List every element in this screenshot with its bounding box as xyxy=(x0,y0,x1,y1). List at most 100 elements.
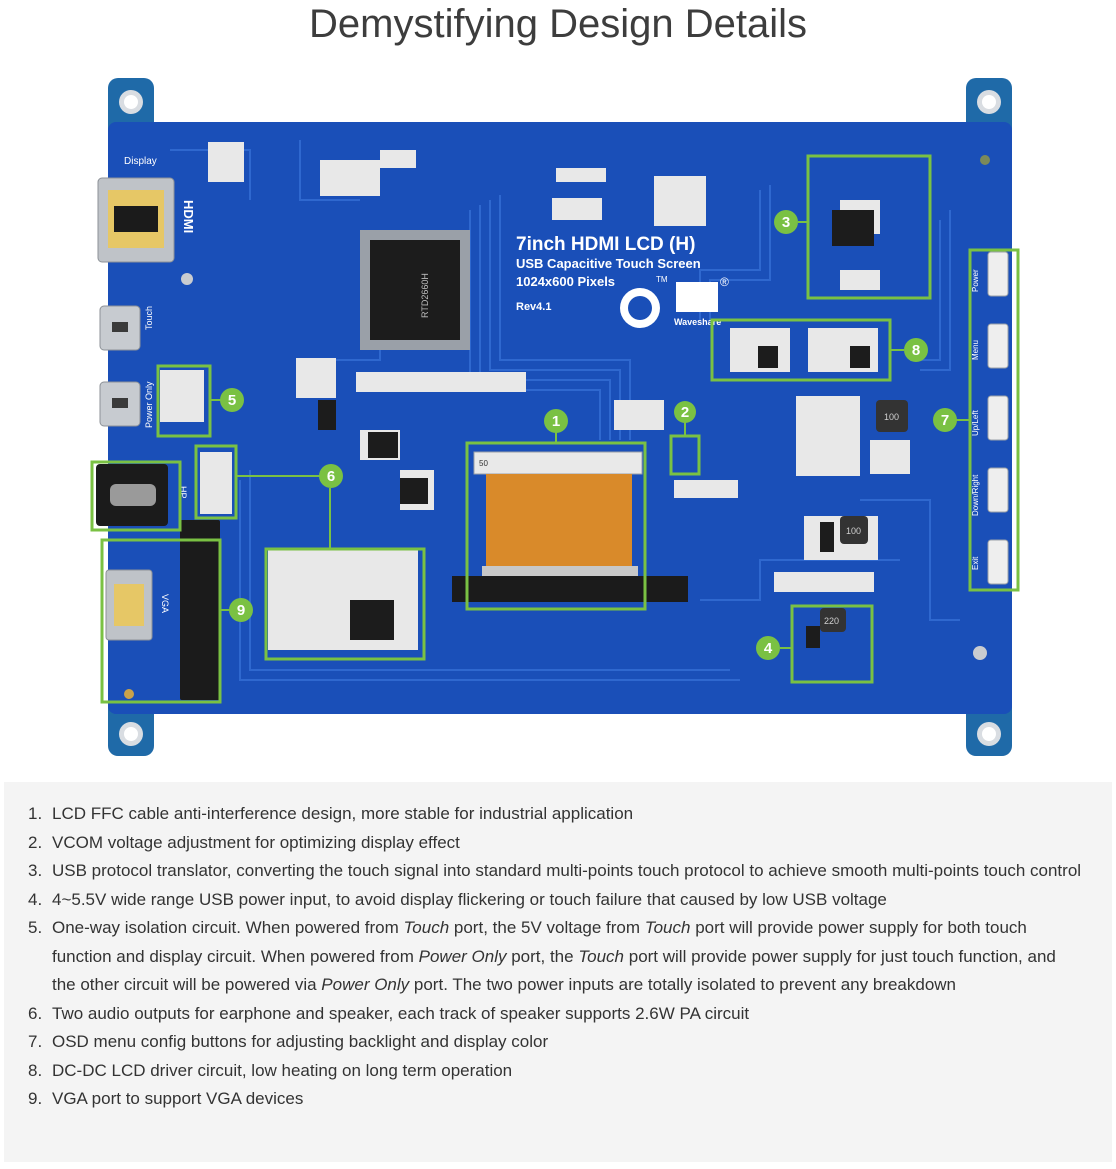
feature-text: port. The two power inputs are totally i… xyxy=(409,975,957,994)
board-label-chip: RTD2660H xyxy=(420,273,430,318)
board-label-btn-exit: Exit xyxy=(971,556,980,570)
feature-emphasis: Touch xyxy=(644,918,691,937)
feature-emphasis: Touch xyxy=(578,946,625,966)
board-reg: ® xyxy=(720,275,729,289)
callout-num-7: 7 xyxy=(941,412,949,429)
feature-number: 9. xyxy=(28,1089,43,1108)
pcb-traces xyxy=(170,140,960,681)
board-label-hp: HP xyxy=(178,486,188,499)
callout-badge-9 xyxy=(229,598,253,622)
pcb-illustration: Display HDMI Touch Power Only HP VGA xyxy=(90,78,1020,756)
hdmi-connector xyxy=(97,177,175,263)
feature-item: 1. LCD FFC cable anti-interference design… xyxy=(28,800,1082,829)
highlight-box-9 xyxy=(100,538,222,704)
board-label-display: Display xyxy=(124,156,157,167)
highlight-boxes xyxy=(90,154,1020,704)
board-label-vga: VGA xyxy=(160,594,170,613)
callout-badge-6 xyxy=(319,464,343,488)
feature-text: port will provide power supply for both … xyxy=(52,918,1027,966)
feature-number: 8. xyxy=(28,1060,43,1080)
feature-item: 8. DC-DC LCD driver circuit, low heating … xyxy=(28,1057,1082,1086)
highlight-box-6b xyxy=(194,444,238,520)
callout-lines xyxy=(210,221,970,649)
highlight-box-3 xyxy=(806,154,932,300)
usb-power-only-port xyxy=(99,381,141,427)
board-label-hdmi: HDMI xyxy=(181,200,196,233)
callout-num-3: 3 xyxy=(782,214,790,231)
osd-buttons xyxy=(987,251,1009,585)
board-label-conn-50: 50 xyxy=(479,459,488,468)
feature-list: 1. LCD FFC cable anti-interference design… xyxy=(4,782,1112,1114)
callout-badge-4 xyxy=(756,636,780,660)
board-brand: Waveshare xyxy=(674,317,721,327)
callout-badges xyxy=(220,210,957,660)
board-label-btn-power: Power xyxy=(971,269,980,292)
waveshare-logo xyxy=(620,282,718,328)
board-label-power-only: Power Only xyxy=(144,381,154,428)
chips xyxy=(318,210,874,648)
callout-badge-1 xyxy=(544,409,568,433)
feature-emphasis: Power Only xyxy=(418,946,507,966)
callout-num-8: 8 xyxy=(912,342,920,359)
feature-item: 9. VGA port to support VGA devices xyxy=(28,1085,1082,1114)
board-revision: Rev4.1 xyxy=(516,301,551,313)
board-product-name: 7inch HDMI LCD (H) xyxy=(516,234,695,255)
ffc-cable xyxy=(452,451,688,602)
feature-text: LCD FFC cable anti-interference design, … xyxy=(52,804,634,823)
feature-text: OSD menu config buttons for adjusting ba… xyxy=(52,1032,549,1051)
feature-number: 4. xyxy=(28,889,43,909)
feature-text: Two audio outputs for earphone and speak… xyxy=(52,1003,750,1023)
feature-item: 7.OSD menu config buttons for adjusting … xyxy=(28,1028,1082,1057)
board-resolution: 1024x600 Pixels xyxy=(516,274,615,289)
feature-number: 1. xyxy=(28,804,43,823)
usb-touch-port xyxy=(99,305,141,351)
callout-badge-5 xyxy=(220,388,244,412)
feature-text: port, the 5V voltage from xyxy=(449,918,645,937)
board-label-ind-220: 220 xyxy=(824,616,839,626)
feature-item: 3. USB protocol translator, converting th… xyxy=(28,857,1082,886)
features-panel: 1. LCD FFC cable anti-interference design… xyxy=(4,782,1112,1162)
feature-item: 4. 4~5.5V wide range USB power input, to … xyxy=(28,886,1082,915)
highlight-box-6a xyxy=(90,460,182,532)
callout-badge-7 xyxy=(933,408,957,432)
board-label-btn-upleft: Up/Left xyxy=(971,409,980,436)
callout-num-5: 5 xyxy=(228,392,236,409)
page-title: Demystifying Design Details xyxy=(309,2,807,46)
board-label-ind-100b: 100 xyxy=(846,526,861,536)
callout-badge-2 xyxy=(674,401,696,423)
board-label-btn-menu: Menu xyxy=(971,340,980,360)
feature-text: USB protocol translator, converting the … xyxy=(52,861,1082,880)
highlight-box-4 xyxy=(790,604,874,684)
feature-number: 2. xyxy=(28,832,43,852)
feature-item: 2. VCOM voltage adjustment for optimizing… xyxy=(28,829,1082,858)
feature-text: port, the xyxy=(506,946,579,966)
callout-numbers: 1 2 3 4 5 6 7 8 9 xyxy=(228,214,949,657)
feature-emphasis: Power Only xyxy=(321,975,410,994)
board-product-sub: USB Capacitive Touch Screen xyxy=(516,256,701,271)
board-photo: Display HDMI Touch Power Only HP VGA xyxy=(0,60,1116,760)
feature-text: DC-DC LCD driver circuit, low heating on… xyxy=(52,1060,513,1080)
callout-num-1: 1 xyxy=(552,413,560,430)
board-label-btn-downright: Down/Right xyxy=(971,474,980,516)
pin-header xyxy=(180,520,220,700)
feature-emphasis: Touch xyxy=(403,918,450,937)
callout-badge-3 xyxy=(774,210,798,234)
feature-item: 6. Two audio outputs for earphone and spe… xyxy=(28,1000,1082,1029)
board-label-touch: Touch xyxy=(144,306,154,330)
feature-number: 3. xyxy=(28,861,43,880)
vga-port xyxy=(105,569,153,641)
feature-number: 5. xyxy=(28,918,43,937)
feature-text: VCOM voltage adjustment for optimizing d… xyxy=(52,832,460,852)
callout-num-4: 4 xyxy=(764,640,773,657)
callout-num-2: 2 xyxy=(681,404,689,421)
mounting-holes xyxy=(119,90,1001,746)
board-label-ind-100a: 100 xyxy=(884,412,899,422)
main-controller-chip xyxy=(360,230,470,350)
callout-badge-8 xyxy=(904,338,928,362)
inductors xyxy=(820,400,908,632)
feature-text: VGA port to support VGA devices xyxy=(52,1089,304,1108)
board-tm: TM xyxy=(656,275,668,284)
feature-number: 6. xyxy=(28,1003,43,1023)
highlight-box-6c xyxy=(264,547,426,661)
feature-text: 4~5.5V wide range USB power input, to av… xyxy=(52,889,887,909)
